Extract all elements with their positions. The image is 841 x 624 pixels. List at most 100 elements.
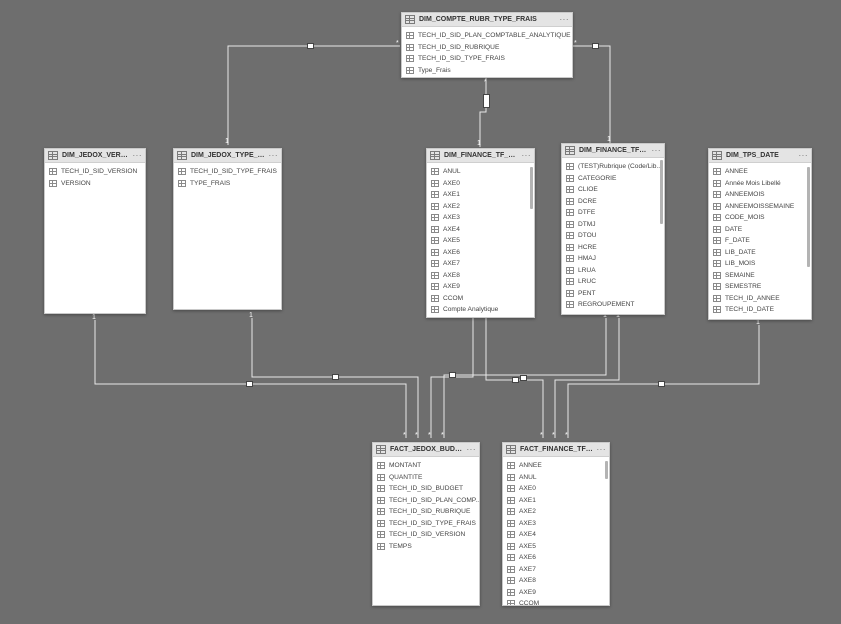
table-header[interactable]: FACT_FINANCE_TF_EC...··· (503, 443, 609, 457)
scrollbar[interactable] (530, 167, 533, 209)
table-header[interactable]: DIM_TPS_DATE··· (709, 149, 811, 163)
scrollbar[interactable] (605, 461, 608, 479)
field-row[interactable]: CLIOE (562, 184, 664, 196)
table-card-version[interactable]: DIM_JEDOX_VERSION··· TECH_ID_SID_VERSIONV… (44, 148, 146, 314)
table-header[interactable]: DIM_FINANCE_TF_R...··· (562, 144, 664, 158)
field-row[interactable]: TECH_ID_SID_TYPE_FRAIS (402, 53, 572, 65)
field-row[interactable]: DTFE (562, 207, 664, 219)
field-row[interactable]: AXE0 (503, 483, 609, 495)
field-row[interactable]: SEMESTRE (709, 281, 811, 293)
field-row[interactable]: HCRE (562, 242, 664, 254)
field-row[interactable]: LRUC (562, 276, 664, 288)
table-header[interactable]: DIM_JEDOX_TYPE_FRAIS··· (174, 149, 281, 163)
table-card-fact[interactable]: FACT_FINANCE_TF_EC...···ANNEEANULAXE0AXE… (502, 442, 610, 606)
field-row[interactable]: LIB_MOIS (709, 258, 811, 270)
field-row[interactable]: AXE7 (427, 258, 534, 270)
table-header[interactable]: DIM_FINANCE_TF_PLA...··· (427, 149, 534, 163)
field-row[interactable]: QUANTITE (373, 472, 479, 484)
field-row[interactable]: MONTANT (373, 460, 479, 472)
field-row[interactable]: ANNEEMOISSEMAINE (709, 201, 811, 213)
field-row[interactable]: CATEGORIE (562, 173, 664, 185)
table-card-compte[interactable]: DIM_COMPTE_RUBR_TYPE_FRAIS··· TECH_ID_SID… (401, 12, 573, 78)
field-row[interactable]: TEMPS (373, 541, 479, 553)
field-row[interactable]: PENT (562, 288, 664, 300)
field-row[interactable]: LRUA (562, 265, 664, 277)
field-row[interactable]: TECH_ID_ANNEE (709, 293, 811, 305)
table-header[interactable]: DIM_JEDOX_VERSION··· (45, 149, 145, 163)
more-options-icon[interactable]: ··· (559, 15, 569, 24)
field-row[interactable]: ANNEE (503, 460, 609, 472)
table-card-typefrais[interactable]: DIM_JEDOX_TYPE_FRAIS··· TECH_ID_SID_TYPE_… (173, 148, 282, 310)
field-row[interactable]: DATE (709, 224, 811, 236)
field-row[interactable]: SEMAINE (709, 270, 811, 282)
field-row[interactable]: CCOM (427, 293, 534, 305)
field-row[interactable]: CCOM (503, 598, 609, 605)
field-row[interactable]: TECH_ID_SID_BUDGET (373, 483, 479, 495)
field-row[interactable]: DTMJ (562, 219, 664, 231)
field-row[interactable]: TECH_ID_SID_VERSION (45, 166, 145, 178)
field-row[interactable]: Année Mois Libellé (709, 178, 811, 190)
field-row[interactable]: AXE5 (427, 235, 534, 247)
field-row[interactable]: TECH_ID_SID_TYPE_FRAIS (174, 166, 281, 178)
field-label: HCRE (578, 243, 597, 251)
field-row[interactable]: AXE8 (427, 270, 534, 282)
more-options-icon[interactable]: ··· (132, 151, 142, 160)
more-options-icon[interactable]: ··· (466, 445, 476, 454)
field-row[interactable]: (TEST)Rubrique (Code/Lib... (562, 161, 664, 173)
field-row[interactable]: TYPE_FRAIS (174, 178, 281, 190)
field-row[interactable]: AXE3 (427, 212, 534, 224)
more-options-icon[interactable]: ··· (268, 151, 278, 160)
table-card-rubr[interactable]: DIM_FINANCE_TF_R...··· (TEST)Rubrique (Co… (561, 143, 665, 315)
scrollbar[interactable] (660, 160, 663, 224)
field-row[interactable]: TECH_ID_DATE (709, 304, 811, 316)
cardinality-many: * (415, 432, 418, 439)
more-options-icon[interactable]: ··· (651, 146, 661, 155)
scrollbar[interactable] (807, 167, 810, 267)
table-header[interactable]: DIM_COMPTE_RUBR_TYPE_FRAIS··· (402, 13, 572, 27)
field-row[interactable]: TECH_ID_SID_PLAN_COMP... (373, 495, 479, 507)
field-label: AXE4 (443, 225, 460, 233)
field-row[interactable]: Compte Analytique (427, 304, 534, 316)
field-row[interactable]: AXE8 (503, 575, 609, 587)
more-options-icon[interactable]: ··· (798, 151, 808, 160)
field-row[interactable]: F_DATE (709, 235, 811, 247)
field-row[interactable]: REGROUPEMENT (562, 299, 664, 311)
field-row[interactable]: AXE1 (503, 495, 609, 507)
field-row[interactable]: AXE4 (427, 224, 534, 236)
field-row[interactable]: AXE7 (503, 564, 609, 576)
table-card-plan[interactable]: DIM_FINANCE_TF_PLA...··· ANULAXE0AXE1AXE2… (426, 148, 535, 318)
field-row[interactable]: ANUL (503, 472, 609, 484)
field-row[interactable]: AXE6 (427, 247, 534, 259)
field-row[interactable]: AXE6 (503, 552, 609, 564)
field-row[interactable]: AXE5 (503, 541, 609, 553)
field-label: MONTANT (389, 462, 422, 470)
field-row[interactable]: ANNEEMOIS (709, 189, 811, 201)
field-row[interactable]: AXE0 (427, 178, 534, 190)
more-options-icon[interactable]: ··· (596, 445, 606, 454)
field-row[interactable]: AXE1 (427, 189, 534, 201)
field-row[interactable]: LIB_DATE (709, 247, 811, 259)
field-row[interactable]: AXE9 (427, 281, 534, 293)
field-row[interactable]: ANUL (427, 166, 534, 178)
field-row[interactable]: TECH_ID_SID_RUBRIQUE (402, 42, 572, 54)
field-row[interactable]: AXE3 (503, 518, 609, 530)
field-row[interactable]: HMAJ (562, 253, 664, 265)
field-row[interactable]: TECH_ID_SID_RUBRIQUE (373, 506, 479, 518)
field-row[interactable]: TECH_ID_SID_VERSION (373, 529, 479, 541)
field-row[interactable]: VERSION (45, 178, 145, 190)
field-row[interactable]: DTOU (562, 230, 664, 242)
field-row[interactable]: CODE_MOIS (709, 212, 811, 224)
field-row[interactable]: DCRE (562, 196, 664, 208)
field-row[interactable]: AXE2 (427, 201, 534, 213)
field-row[interactable]: AXE4 (503, 529, 609, 541)
field-row[interactable]: Type_Frais (402, 65, 572, 77)
field-row[interactable]: TECH_ID_SID_PLAN_COMPTABLE_ANALYTIQUE (402, 30, 572, 42)
field-row[interactable]: AXE2 (503, 506, 609, 518)
more-options-icon[interactable]: ··· (521, 151, 531, 160)
field-row[interactable]: TECH_ID_SID_TYPE_FRAIS (373, 518, 479, 530)
table-header[interactable]: FACT_JEDOX_BUDGET··· (373, 443, 479, 457)
field-row[interactable]: ANNEE (709, 166, 811, 178)
field-row[interactable]: AXE9 (503, 587, 609, 599)
